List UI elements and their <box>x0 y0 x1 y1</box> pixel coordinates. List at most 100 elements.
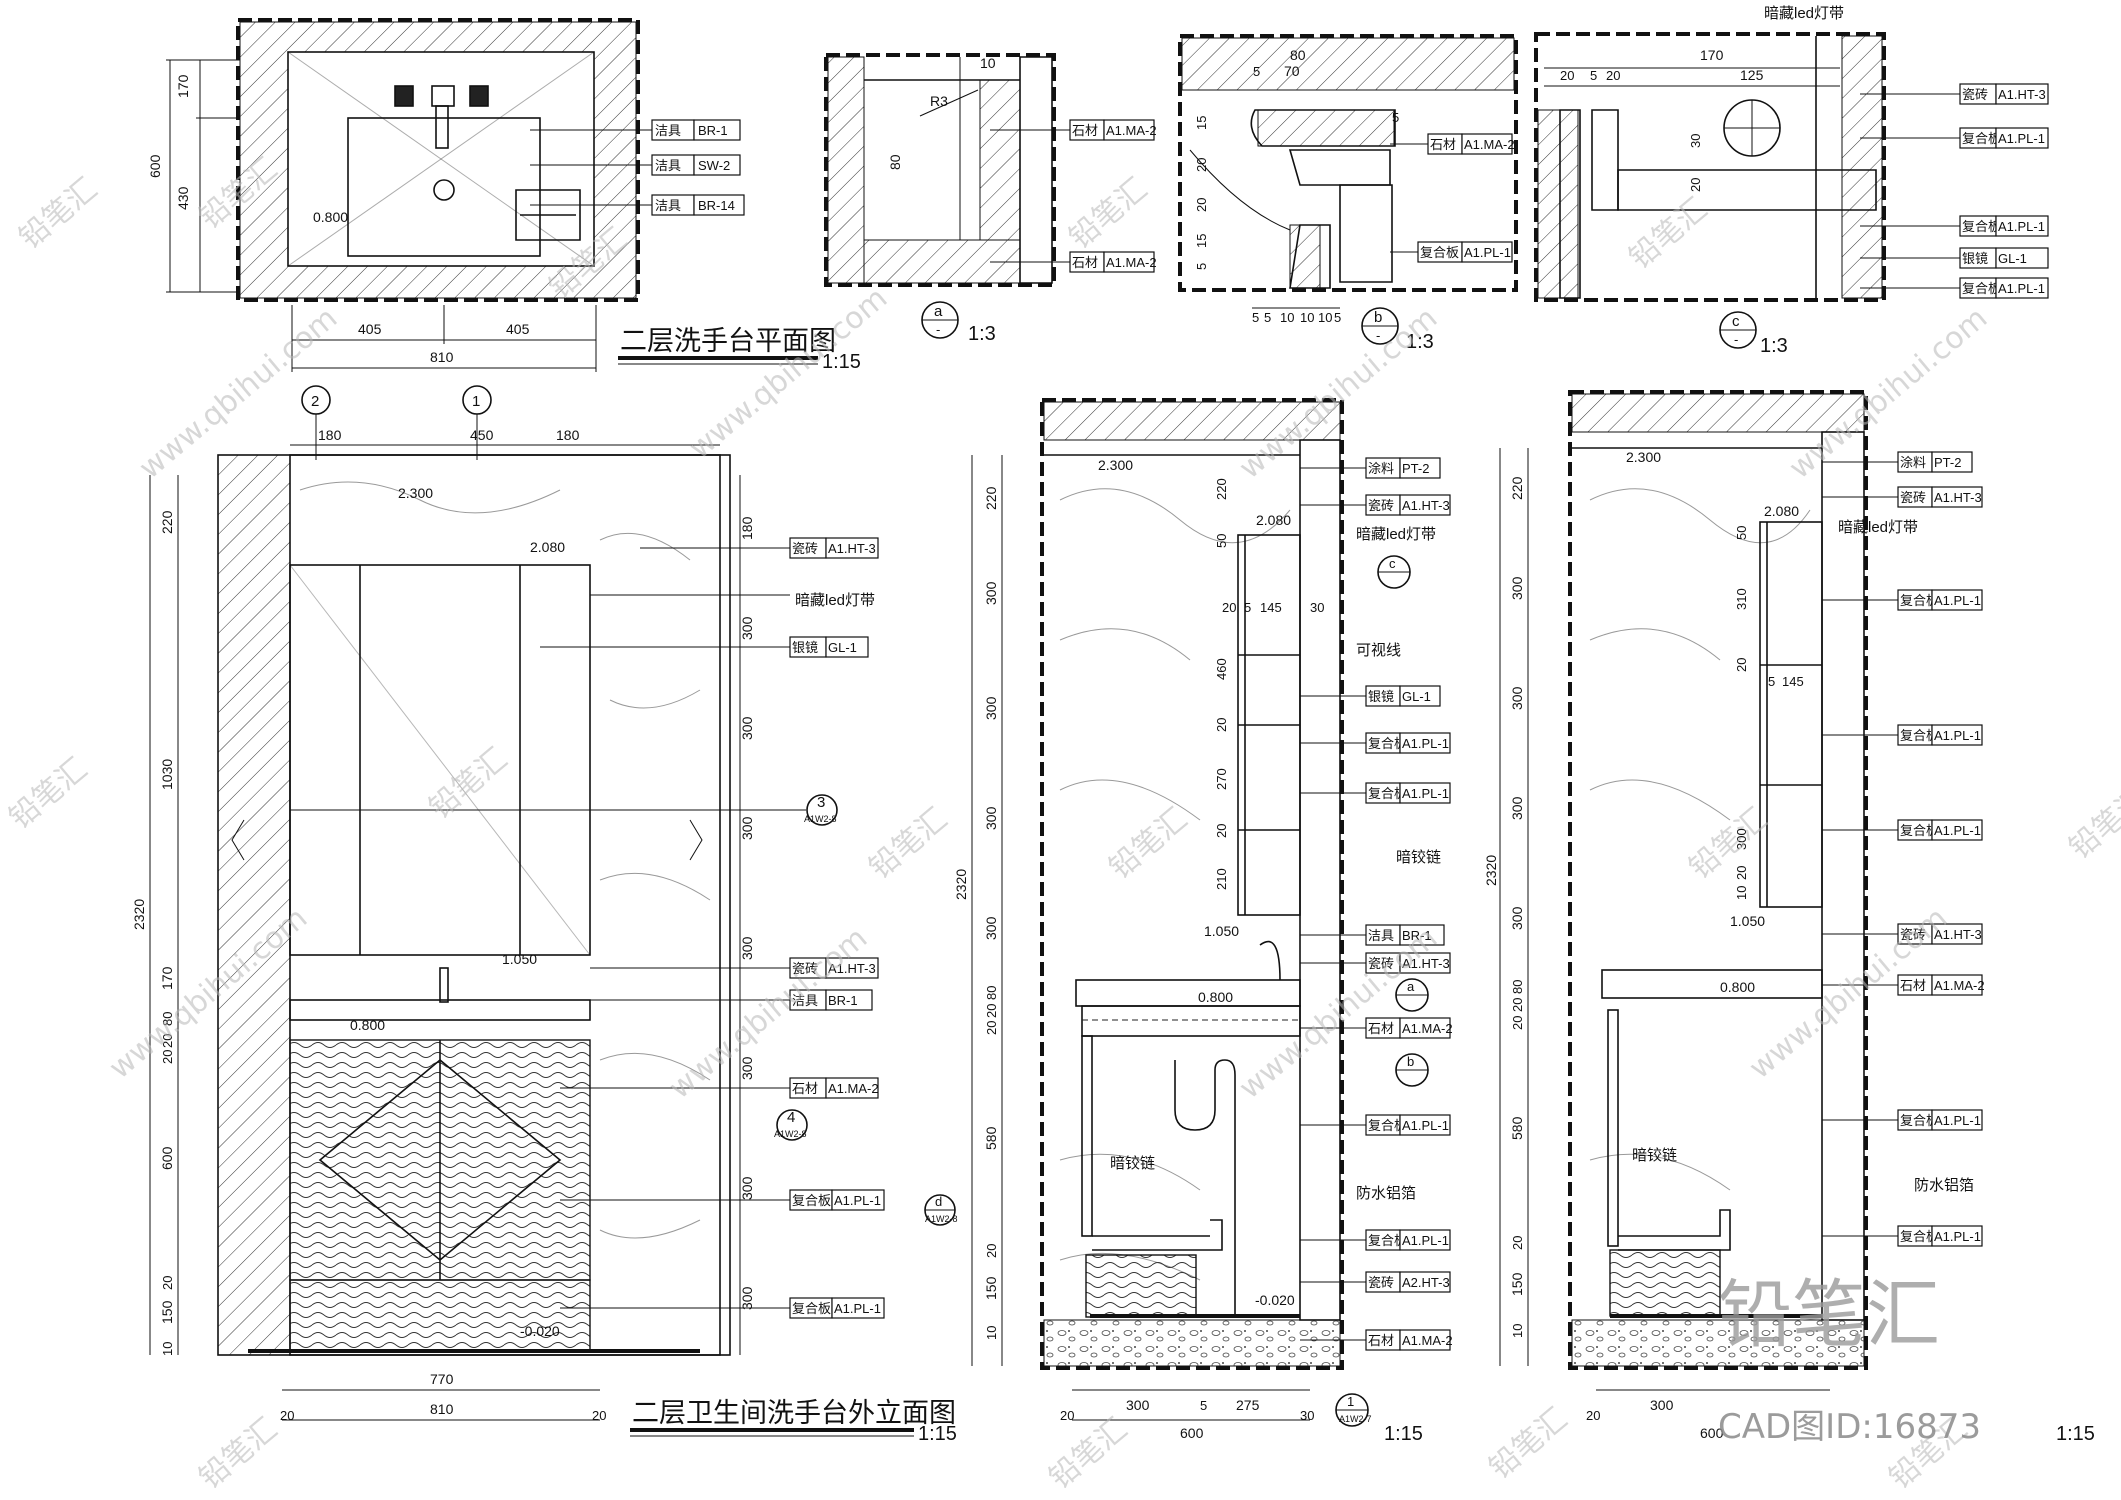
svg-text:5: 5 <box>1253 64 1260 79</box>
svg-text:银镜: 银镜 <box>792 640 818 655</box>
svg-text:220: 220 <box>983 486 999 510</box>
svg-text:A1.HT-3: A1.HT-3 <box>1402 498 1450 513</box>
svg-text:1:15: 1:15 <box>1384 1423 1423 1445</box>
svg-text:2.300: 2.300 <box>398 485 433 501</box>
svg-text:-: - <box>936 322 940 337</box>
svg-text:A1.MA-2: A1.MA-2 <box>1402 1021 1453 1036</box>
svg-text:瓷砖: 瓷砖 <box>792 961 818 976</box>
svg-text:30: 30 <box>1310 600 1324 615</box>
svg-text:BR-1: BR-1 <box>1402 928 1432 943</box>
svg-text:洁具: 洁具 <box>655 198 681 213</box>
detail-b: 80 70 5 5 15 20 20 15 5 5 5 10 10 10 5 石… <box>1178 34 1518 353</box>
svg-text:铅笔汇: 铅笔汇 <box>1623 191 1714 276</box>
svg-text:145: 145 <box>1260 600 1282 615</box>
svg-text:150: 150 <box>983 1276 999 1300</box>
svg-text:80: 80 <box>160 1012 175 1026</box>
svg-text:铅笔汇: 铅笔汇 <box>1483 1401 1574 1486</box>
svg-text:瓷砖: 瓷砖 <box>792 541 818 556</box>
svg-text:复合板: 复合板 <box>1962 131 2001 146</box>
svg-text:450: 450 <box>470 427 494 443</box>
svg-text:80: 80 <box>984 986 999 1000</box>
svg-text:A1.PL-1: A1.PL-1 <box>1934 1113 1981 1128</box>
svg-text:PT-2: PT-2 <box>1934 455 1961 470</box>
svg-text:15: 15 <box>1194 234 1209 248</box>
svg-text:10: 10 <box>1280 310 1294 325</box>
svg-text:A1.PL-1: A1.PL-1 <box>1402 1233 1449 1248</box>
svg-text:1:15: 1:15 <box>918 1423 957 1445</box>
svg-text:1030: 1030 <box>159 759 175 790</box>
svg-text:暗藏led灯带: 暗藏led灯带 <box>1356 526 1436 543</box>
svg-text:5: 5 <box>1334 310 1341 325</box>
svg-text:180: 180 <box>739 516 755 540</box>
svg-text:80: 80 <box>1290 47 1306 63</box>
svg-text:复合板: 复合板 <box>1900 1229 1939 1244</box>
svg-text:A1.PL-1: A1.PL-1 <box>1998 219 2045 234</box>
detail-c: 暗藏led灯带 170 20 5 20 125 30 20 瓷砖 A1.HT-3… <box>1534 5 2049 357</box>
svg-text:310: 310 <box>1734 588 1749 610</box>
svg-text:A1.PL-1: A1.PL-1 <box>834 1193 881 1208</box>
svg-text:www.qbihui.com: www.qbihui.com <box>1233 921 1445 1106</box>
svg-text:2.080: 2.080 <box>1256 512 1291 528</box>
detail-a: 10 R3 80 石材 A1.MA-2 石材 A1.MA-2 a - 1:3 <box>824 53 1157 345</box>
svg-text:防水铝箔: 防水铝箔 <box>1914 1177 1974 1194</box>
svg-text:10: 10 <box>1510 1324 1525 1338</box>
svg-text:GL-1: GL-1 <box>828 640 857 655</box>
svg-text:0.800: 0.800 <box>1198 989 1233 1005</box>
svg-text:600: 600 <box>159 1146 175 1170</box>
svg-text:300: 300 <box>1509 686 1525 710</box>
svg-text:A1.MA-2: A1.MA-2 <box>1402 1333 1453 1348</box>
svg-text:c: c <box>1732 313 1740 330</box>
svg-text:-0.020: -0.020 <box>520 1323 560 1339</box>
svg-text:20: 20 <box>1510 998 1525 1012</box>
svg-text:10: 10 <box>160 1342 175 1356</box>
svg-text:A1.MA-2: A1.MA-2 <box>1464 137 1515 152</box>
svg-text:20: 20 <box>1734 866 1749 880</box>
svg-text:SW-2: SW-2 <box>698 158 730 173</box>
svg-text:600: 600 <box>147 154 163 178</box>
detail-b-outline <box>1178 34 1518 292</box>
svg-text:A1.MA-2: A1.MA-2 <box>1106 255 1157 270</box>
svg-text:A2.HT-3: A2.HT-3 <box>1402 1275 1450 1290</box>
svg-text:10: 10 <box>1300 310 1314 325</box>
svg-text:20: 20 <box>1606 68 1620 83</box>
svg-text:可视线: 可视线 <box>1356 642 1401 659</box>
svg-text:A1.HT-3: A1.HT-3 <box>828 961 876 976</box>
svg-text:50: 50 <box>1214 534 1229 548</box>
svg-text:A1W2-8: A1W2-8 <box>774 1129 807 1139</box>
svg-text:20: 20 <box>280 1408 294 1423</box>
svg-text:270: 270 <box>1214 768 1229 790</box>
svg-text:复合板: 复合板 <box>1368 1233 1407 1248</box>
svg-text:铅笔汇: 铅笔汇 <box>1103 801 1194 886</box>
plan-material-tags: 洁具 BR-1 洁具 SW-2 洁具 BR-14 <box>530 119 745 216</box>
svg-text:1:3: 1:3 <box>1760 335 1788 357</box>
svg-text:复合板: 复合板 <box>1900 1113 1939 1128</box>
svg-text:石材: 石材 <box>1072 255 1098 270</box>
svg-text:铅笔汇: 铅笔汇 <box>1043 1411 1134 1496</box>
svg-text:5: 5 <box>1590 68 1597 83</box>
elevation-title: 二层卫生间洗手台外立面图 <box>632 1398 956 1428</box>
svg-text:405: 405 <box>506 321 530 337</box>
svg-text:复合板: 复合板 <box>1900 593 1939 608</box>
svg-text:A1.HT-3: A1.HT-3 <box>828 541 876 556</box>
plan-basin <box>347 117 541 257</box>
svg-text:220: 220 <box>159 510 175 534</box>
svg-text:复合板: 复合板 <box>792 1193 831 1208</box>
svg-text:10: 10 <box>1318 310 1332 325</box>
svg-text:5: 5 <box>1252 310 1259 325</box>
section-2-mirror-cabinet <box>1759 521 1823 908</box>
svg-text:GL-1: GL-1 <box>1402 689 1431 704</box>
elev-left-wall <box>217 454 291 1356</box>
svg-text:300: 300 <box>983 806 999 830</box>
elevation-view: 2.300 2.080 1.050 0.800 -0.020 2 1 3A1W2… <box>131 385 957 1445</box>
svg-text:300: 300 <box>983 581 999 605</box>
svg-text:石材: 石材 <box>1430 137 1456 152</box>
svg-text:A1.MA-2: A1.MA-2 <box>1934 978 1985 993</box>
svg-text:1.050: 1.050 <box>1730 913 1765 929</box>
section-1-cabinet <box>1081 1035 1093 1237</box>
svg-text:20: 20 <box>1510 1016 1525 1030</box>
svg-text:洁具: 洁具 <box>792 993 818 1008</box>
svg-text:c: c <box>1389 556 1396 571</box>
plan-title: 二层洗手台平面图 <box>620 326 836 356</box>
section-1-outline <box>1040 398 1344 1370</box>
svg-text:5: 5 <box>1200 1398 1207 1413</box>
